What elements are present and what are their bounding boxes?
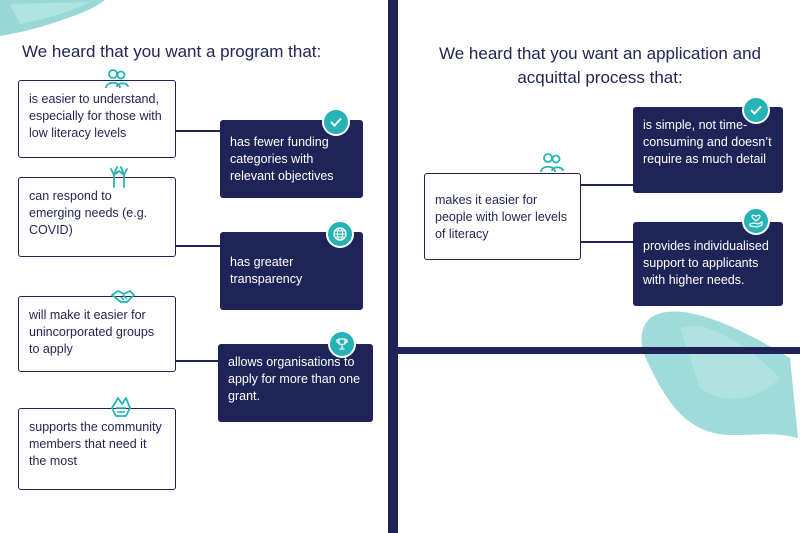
brush-stroke-top-left [0, 0, 105, 36]
program-need-card-3: will make it easier for unincorporated g… [18, 296, 176, 372]
program-need-text-3: will make it easier for unincorporated g… [29, 308, 155, 356]
program-need-text-1: is easier to understand, especially for … [29, 92, 162, 140]
check-icon [742, 96, 770, 124]
program-need-card-2: can respond to emerging needs (e.g. COVI… [18, 177, 176, 257]
program-feature-text-1: has fewer funding categories with releva… [230, 135, 334, 183]
connector-4 [581, 184, 633, 186]
stacked-hands-icon [108, 394, 134, 420]
handshake-icon [110, 283, 136, 309]
left-heading: We heard that you want a program that: [22, 42, 322, 61]
people-icon [539, 150, 565, 176]
right-heading: We heard that you want an application an… [439, 44, 761, 87]
raised-hands-icon [106, 163, 132, 189]
process-need-card: makes it easier for people with lower le… [424, 173, 581, 260]
people-icon [104, 66, 130, 92]
check-icon [322, 108, 350, 136]
horizontal-divider [398, 347, 800, 354]
connector-1 [176, 130, 220, 132]
program-need-card-4: supports the community members that need… [18, 408, 176, 490]
process-feature-card-2: provides individualised support to appli… [633, 222, 783, 306]
process-feature-card-1: is simple, not time-consuming and doesn’… [633, 107, 783, 193]
connector-2 [176, 245, 220, 247]
connector-3 [176, 360, 220, 362]
globe-icon [326, 220, 354, 248]
program-feature-text-3: allows organisations to apply for more t… [228, 355, 361, 403]
program-need-card-1: is easier to understand, especially for … [18, 80, 176, 158]
program-need-text-2: can respond to emerging needs (e.g. COVI… [29, 189, 148, 237]
trophy-icon [328, 330, 356, 358]
process-feature-text-2: provides individualised support to appli… [643, 239, 769, 287]
program-feature-card-3: allows organisations to apply for more t… [218, 344, 373, 422]
process-feature-text-1: is simple, not time-consuming and doesn’… [643, 118, 772, 166]
process-need-text: makes it easier for people with lower le… [435, 193, 568, 241]
program-need-text-4: supports the community members that need… [29, 420, 162, 468]
brush-stroke-bottom-right [641, 311, 798, 438]
connector-5 [581, 241, 633, 243]
vertical-divider [388, 0, 398, 533]
program-feature-text-2: has greater transparency [230, 255, 303, 286]
heart-hand-icon [742, 207, 770, 235]
